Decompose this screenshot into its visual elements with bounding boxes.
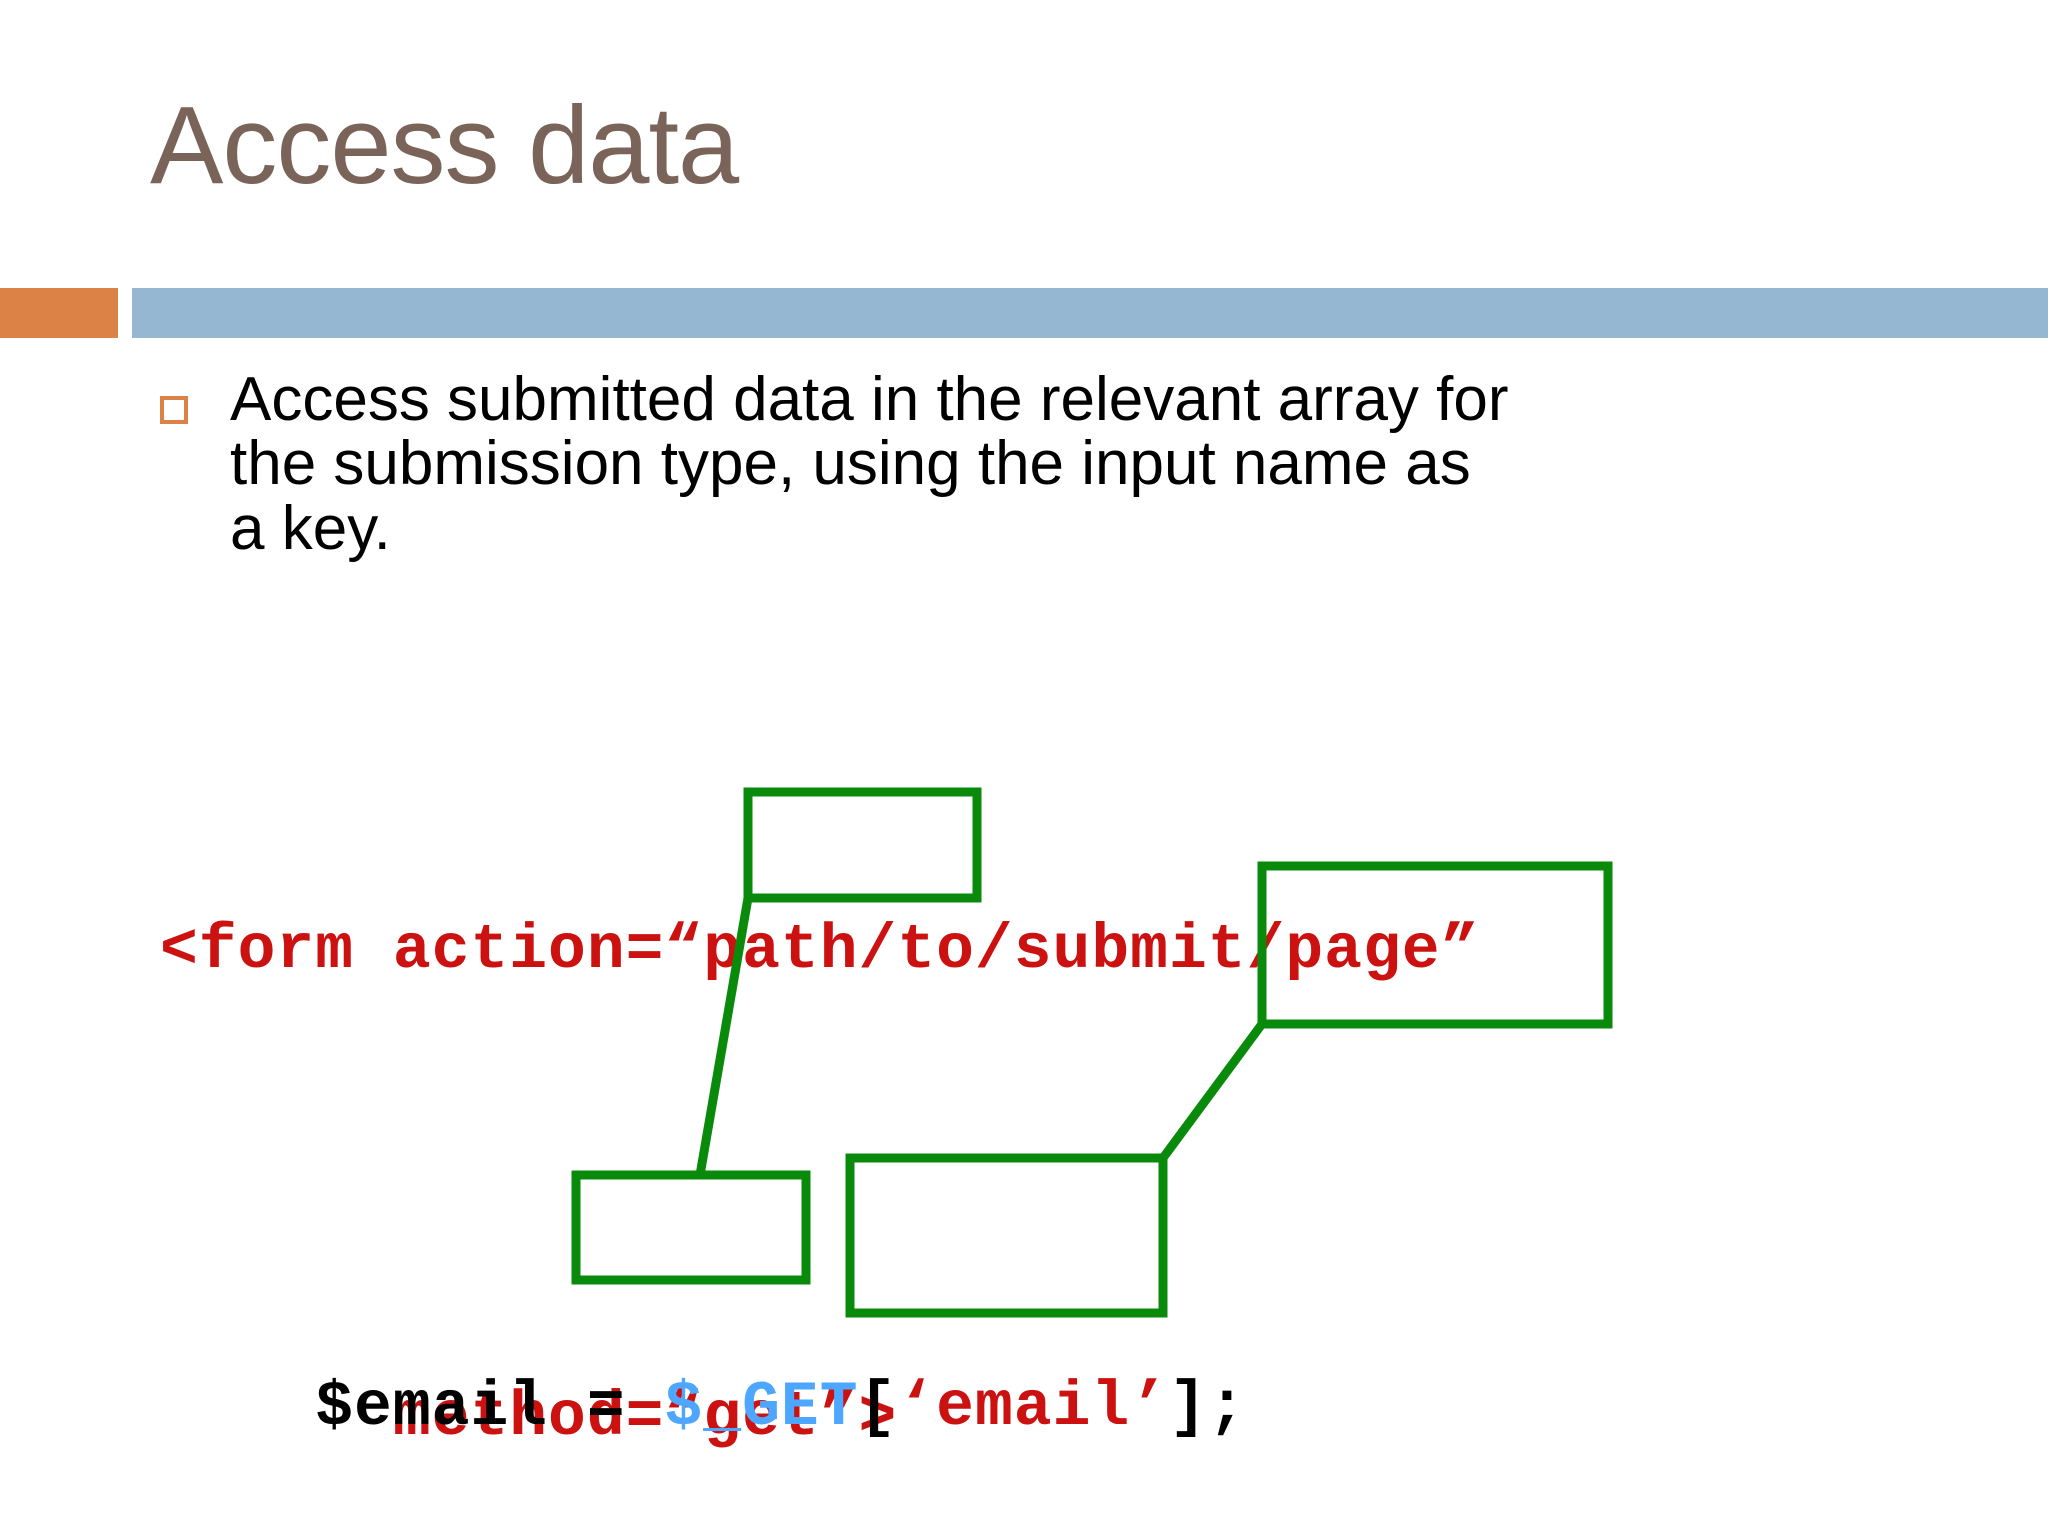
code-token-open-bracket: [: [858, 1372, 898, 1444]
divider-bar-blue: [132, 288, 2048, 338]
divider-accent-orange: [0, 288, 118, 338]
code-token-variable: $email =: [315, 1372, 665, 1444]
bullet-item-label: Access submitted data in the relevant ar…: [230, 365, 1509, 563]
square-bullet-icon: [160, 396, 188, 424]
code-token-array-key: ‘email’: [897, 1372, 1169, 1444]
code-token-superglobal: $_GET: [664, 1372, 859, 1444]
code-token-close-bracket: ];: [1169, 1372, 1247, 1444]
code-line-form-open: <form action=“path/to/submit/page”: [160, 915, 1480, 987]
page-title: Access data: [150, 84, 739, 207]
bullet-list-item: Access submitted data in the relevant ar…: [160, 365, 1960, 563]
code-line-method: method=“get”>: [160, 1381, 898, 1453]
code-snippet-php: $email = $_GET[‘email’];: [160, 1268, 1247, 1536]
